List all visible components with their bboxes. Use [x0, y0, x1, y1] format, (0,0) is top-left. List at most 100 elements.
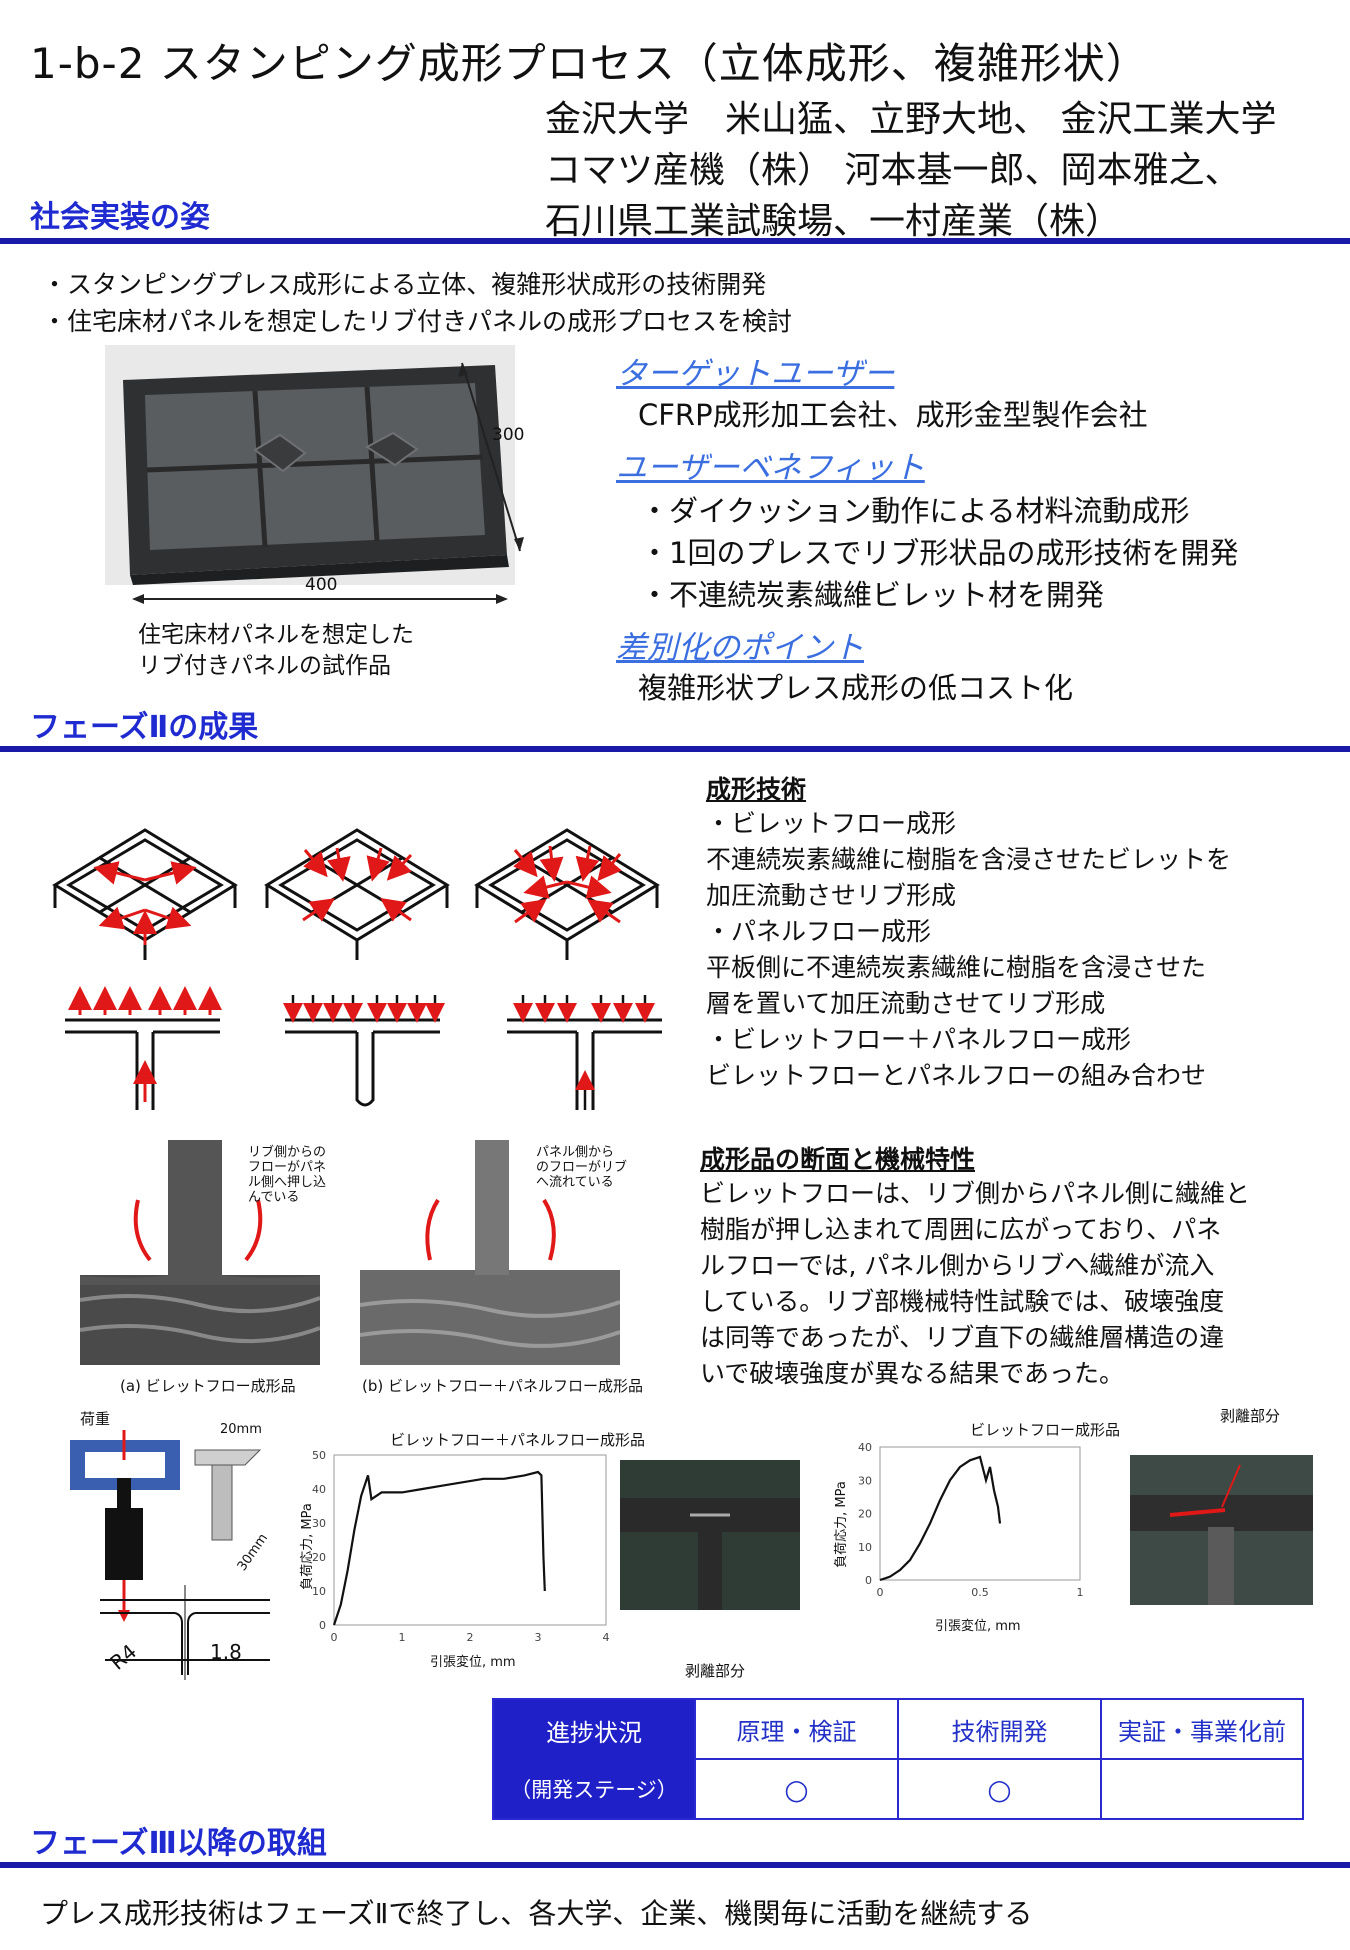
y-tick-label: 20	[858, 1508, 872, 1521]
cross-section-line: 樹脂が押し込まれて周囲に広がっており、パネ	[700, 1215, 1222, 1244]
chart-title: ビレットフロー成形品	[970, 1421, 1121, 1439]
user-benefit-heading: ユーザーベネフィット	[616, 450, 925, 486]
dimension-depth: 300	[492, 425, 525, 445]
prototype-photo	[105, 345, 515, 585]
y-tick-label: 20	[312, 1551, 326, 1564]
author-line: 金沢大学 米山猛、立野大地、 金沢工業大学	[545, 99, 1277, 140]
note-line: パネル側から	[536, 1145, 615, 1160]
micrograph-note-b: パネル側から のフローがリブ へ流れている	[536, 1145, 627, 1190]
cross-section-line: している。リブ部機械特性試験では、破壊強度	[700, 1287, 1225, 1316]
note-line: リブ側からの	[248, 1145, 327, 1160]
author-line: 石川県工業試験場、一村産業（株）	[545, 201, 1122, 242]
differentiation-text: 複雑形状プレス成形の低コスト化	[638, 671, 1074, 705]
benefit-item: ・ダイクッション動作による材料流動成形	[640, 494, 1190, 528]
width-dimension-arrow	[132, 594, 508, 604]
forming-tech-heading: 成形技術	[706, 775, 807, 804]
progress-subheader: （開発ステージ）	[494, 1760, 696, 1818]
x-tick-label: 1	[399, 1631, 406, 1644]
section-heading-social: 社会実装の姿	[30, 200, 210, 235]
y-tick-label: 50	[312, 1449, 326, 1462]
forming-tech-line: 平板側に不連続炭素繊維に樹脂を含浸させた	[706, 953, 1207, 982]
delamination-label: 剥離部分	[1220, 1407, 1281, 1425]
stage-label: 実証・事業化前	[1102, 1700, 1302, 1760]
note-line: んでいる	[248, 1190, 300, 1205]
forming-tech-line: 不連続炭素繊維に樹脂を含浸させたビレットを	[706, 845, 1232, 874]
benefit-item: ・1回のプレスでリブ形状品の成形技術を開発	[640, 536, 1239, 570]
stage-mark: ○	[696, 1760, 899, 1818]
stage-label: 原理・検証	[696, 1700, 899, 1760]
y-tick-label: 10	[312, 1585, 326, 1598]
fracture-photo-billet	[1130, 1455, 1313, 1605]
chart-frame	[333, 1454, 607, 1626]
micrograph-billet-flow	[79, 1140, 321, 1365]
target-user-heading: ターゲットユーザー	[616, 356, 895, 392]
micrograph-note-a: リブ側からの フローがパネ ル側へ押し込 んでいる	[248, 1145, 326, 1205]
x-tick-label: 1	[1077, 1586, 1084, 1599]
specimen-width-label: 20mm	[220, 1422, 262, 1437]
y-tick-label: 40	[858, 1441, 872, 1454]
stage-mark: ○	[899, 1760, 1102, 1818]
depth-dimension-arrow	[458, 362, 524, 552]
thickness-label: 1.8	[210, 1640, 242, 1664]
micrograph-caption-a: (a) ビレットフロー成形品	[120, 1377, 296, 1395]
prototype-caption: リブ付きパネルの試作品	[138, 653, 391, 679]
cross-section-line: ビレットフローは、リブ側からパネル側に繊維と	[700, 1179, 1251, 1208]
dimension-width: 400	[305, 575, 338, 595]
cross-section-line: いで破壊強度が異なる結果であった。	[700, 1359, 1125, 1388]
section-heading-phase2: フェーズⅡの成果	[30, 710, 259, 745]
intro-bullet: ・住宅床材パネルを想定したリブ付きパネルの成形プロセスを検討	[42, 307, 793, 336]
chart-ylabel: 負荷応力, MPa	[833, 1481, 849, 1568]
page-title: 1-b-2 スタンピング成形プロセス（立体成形、複雑形状）	[30, 39, 1149, 88]
note-line: フローがパネ	[248, 1160, 327, 1175]
y-tick-label: 30	[858, 1474, 872, 1487]
section-divider	[0, 1862, 1350, 1868]
y-tick-label: 0	[865, 1574, 872, 1587]
y-tick-label: 10	[858, 1541, 872, 1554]
forming-tech-line: 加圧流動させリブ形成	[706, 881, 957, 910]
stage-label: 技術開発	[899, 1700, 1102, 1760]
panel-flow-diagram	[264, 828, 450, 960]
x-tick-label: 4	[603, 1631, 610, 1644]
footer-text: プレス成形技術はフェーズⅡで終了し、各大学、企業、機関毎に活動を継続する	[40, 1897, 1033, 1930]
differentiation-heading: 差別化のポイント	[616, 630, 864, 666]
test-setup-diagram	[70, 1430, 270, 1661]
cross-section-block: 成形品の断面と機械特性 ビレットフローは、リブ側からパネル側に繊維と 樹脂が押し…	[700, 1140, 1250, 1392]
forming-process-diagram	[52, 828, 662, 1110]
rib-profile-diagram	[100, 1585, 270, 1680]
combined-flow-diagram	[474, 828, 660, 960]
micrograph-combined-flow	[359, 1140, 621, 1365]
stage-mark	[1102, 1760, 1302, 1818]
x-tick-label: 2	[467, 1631, 474, 1644]
chart-xlabel: 引張変位, mm	[430, 1655, 516, 1670]
author-list: 金沢大学 米山猛、立野大地、 金沢工業大学 コマツ産機（株） 河本基一郎、岡本雅…	[545, 94, 1276, 247]
x-tick-label: 0.5	[971, 1586, 989, 1599]
x-tick-label: 0	[331, 1631, 338, 1644]
series-line	[332, 1470, 546, 1626]
forming-tech-line: 層を置いて加圧流動させてリブ形成	[706, 989, 1106, 1018]
cross-section-line: ルフローでは, パネル側からリブへ繊維が流入	[700, 1251, 1215, 1280]
note-line: のフローがリブ	[536, 1160, 628, 1175]
intro-bullet: ・スタンピングプレス成形による立体、複雑形状成形の技術開発	[42, 270, 767, 299]
cross-section-heading: 成形品の断面と機械特性	[700, 1145, 976, 1174]
benefit-item: ・不連続炭素繊維ビレット材を開発	[640, 578, 1105, 612]
y-tick-label: 0	[319, 1619, 326, 1632]
forming-tech-block: 成形技術 ・ビレットフロー成形 不連続炭素繊維に樹脂を含浸させたビレットを 加圧…	[706, 770, 1231, 1094]
chart-xlabel: 引張変位, mm	[935, 1619, 1021, 1634]
prototype-caption: 住宅床材パネルを想定した	[138, 622, 414, 648]
forming-tech-line: ・パネルフロー成形	[706, 917, 932, 946]
section-divider	[0, 746, 1350, 752]
section-heading-phase3: フェーズⅢ以降の取組	[30, 1826, 327, 1861]
author-line: コマツ産機（株） 河本基一郎、岡本雅之、	[545, 150, 1241, 191]
y-tick-label: 40	[312, 1483, 326, 1496]
note-line: へ流れている	[536, 1175, 614, 1190]
forming-tech-line: ビレットフローとパネルフローの組み合わせ	[706, 1061, 1207, 1090]
delamination-label-bottom: 剥離部分	[685, 1662, 746, 1680]
progress-header: 進捗状況	[494, 1700, 696, 1760]
cross-section-line: は同等であったが、リブ直下の繊維層構造の違	[700, 1323, 1225, 1352]
micrograph-caption-b: (b) ビレットフロー＋パネルフロー成形品	[362, 1377, 643, 1395]
chart-frame	[879, 1446, 1081, 1581]
